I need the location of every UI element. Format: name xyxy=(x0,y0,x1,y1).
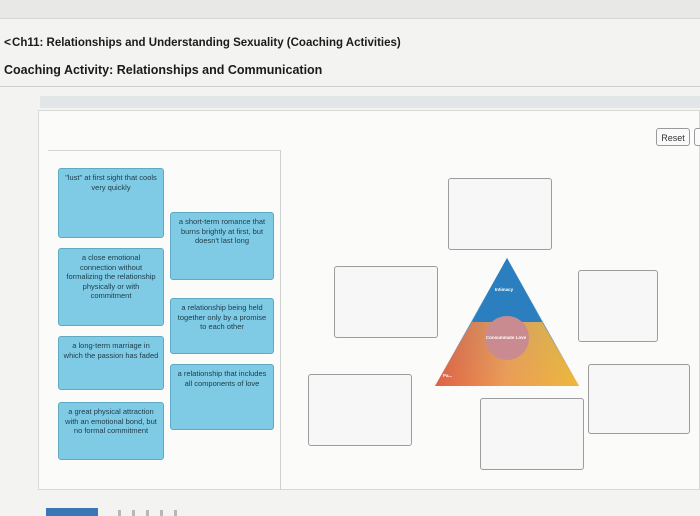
breadcrumb-text[interactable]: Ch11: Relationships and Understanding Se… xyxy=(12,37,401,49)
page-title: Coaching Activity: Relationships and Com… xyxy=(4,63,323,77)
chevron-left-icon[interactable]: < xyxy=(4,35,12,49)
browser-top-bar xyxy=(0,0,700,19)
card-long-term[interactable]: a long-term marriage in which the passio… xyxy=(58,336,164,390)
triangle-label-passion: Pa... xyxy=(443,373,453,378)
breadcrumb[interactable]: <Ch11: Relationships and Understanding S… xyxy=(4,35,401,49)
drop-zone-bottom[interactable] xyxy=(480,398,584,470)
drop-zone-top[interactable] xyxy=(448,178,552,250)
card-column-top-line xyxy=(48,150,280,151)
drop-zone-left-lower[interactable] xyxy=(308,374,412,446)
card-promise[interactable]: a relationship being held together only … xyxy=(170,298,274,354)
card-short-term[interactable]: a short-term romance that burns brightly… xyxy=(170,212,274,280)
drop-zone-right-lower[interactable] xyxy=(588,364,690,434)
drop-zone-left-upper[interactable] xyxy=(334,266,438,338)
consummate-love-circle xyxy=(485,316,529,360)
love-triangle-diagram xyxy=(435,258,579,386)
triangle-top xyxy=(472,258,542,322)
triangle-label-intimacy: Intimacy xyxy=(494,287,514,292)
next-edge-button[interactable] xyxy=(694,128,700,146)
triangle-label-consummate: Consummate Love xyxy=(485,335,527,340)
drop-zone-right-upper[interactable] xyxy=(578,270,658,342)
card-close-emotional[interactable]: a close emotional connection without for… xyxy=(58,248,164,326)
progress-strip xyxy=(40,96,700,108)
header-divider xyxy=(0,86,700,87)
column-separator xyxy=(280,150,281,490)
reset-button[interactable]: Reset xyxy=(656,128,690,146)
card-all-components[interactable]: a relationship that includes all compone… xyxy=(170,364,274,430)
submit-button[interactable] xyxy=(46,508,98,516)
card-physical-attraction[interactable]: a great physical attraction with an emot… xyxy=(58,402,164,460)
bottom-nav-links[interactable] xyxy=(118,510,178,516)
card-lust[interactable]: "lust" at first sight that cools very qu… xyxy=(58,168,164,238)
